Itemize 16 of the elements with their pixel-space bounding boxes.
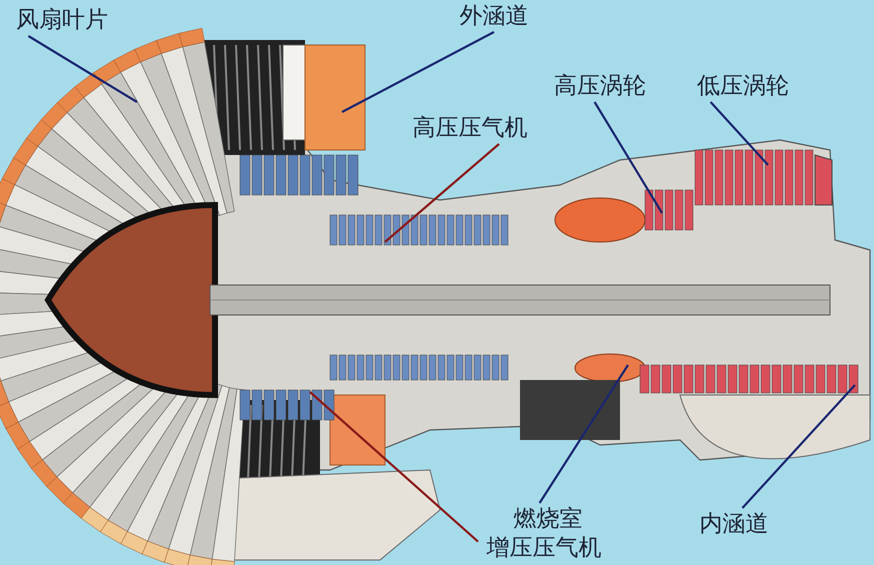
leader-line — [742, 384, 856, 509]
part-label: 增压压气机 — [486, 536, 602, 560]
part-label: 外涵道 — [460, 4, 528, 28]
part-label: 风扇叶片 — [16, 8, 108, 32]
leader-line — [710, 101, 769, 166]
part-label: 低压涡轮 — [697, 74, 789, 98]
leader-line — [28, 35, 138, 103]
leader-line — [341, 31, 495, 113]
part-label: 高压涡轮 — [554, 74, 646, 98]
leader-line — [594, 101, 663, 214]
part-label: 燃烧室 — [514, 508, 582, 530]
part-label: 内涵道 — [700, 512, 768, 536]
leader-line — [384, 143, 500, 243]
leader-line — [538, 364, 629, 504]
leader-line — [309, 391, 479, 542]
part-label: 高压压气机 — [412, 116, 528, 140]
